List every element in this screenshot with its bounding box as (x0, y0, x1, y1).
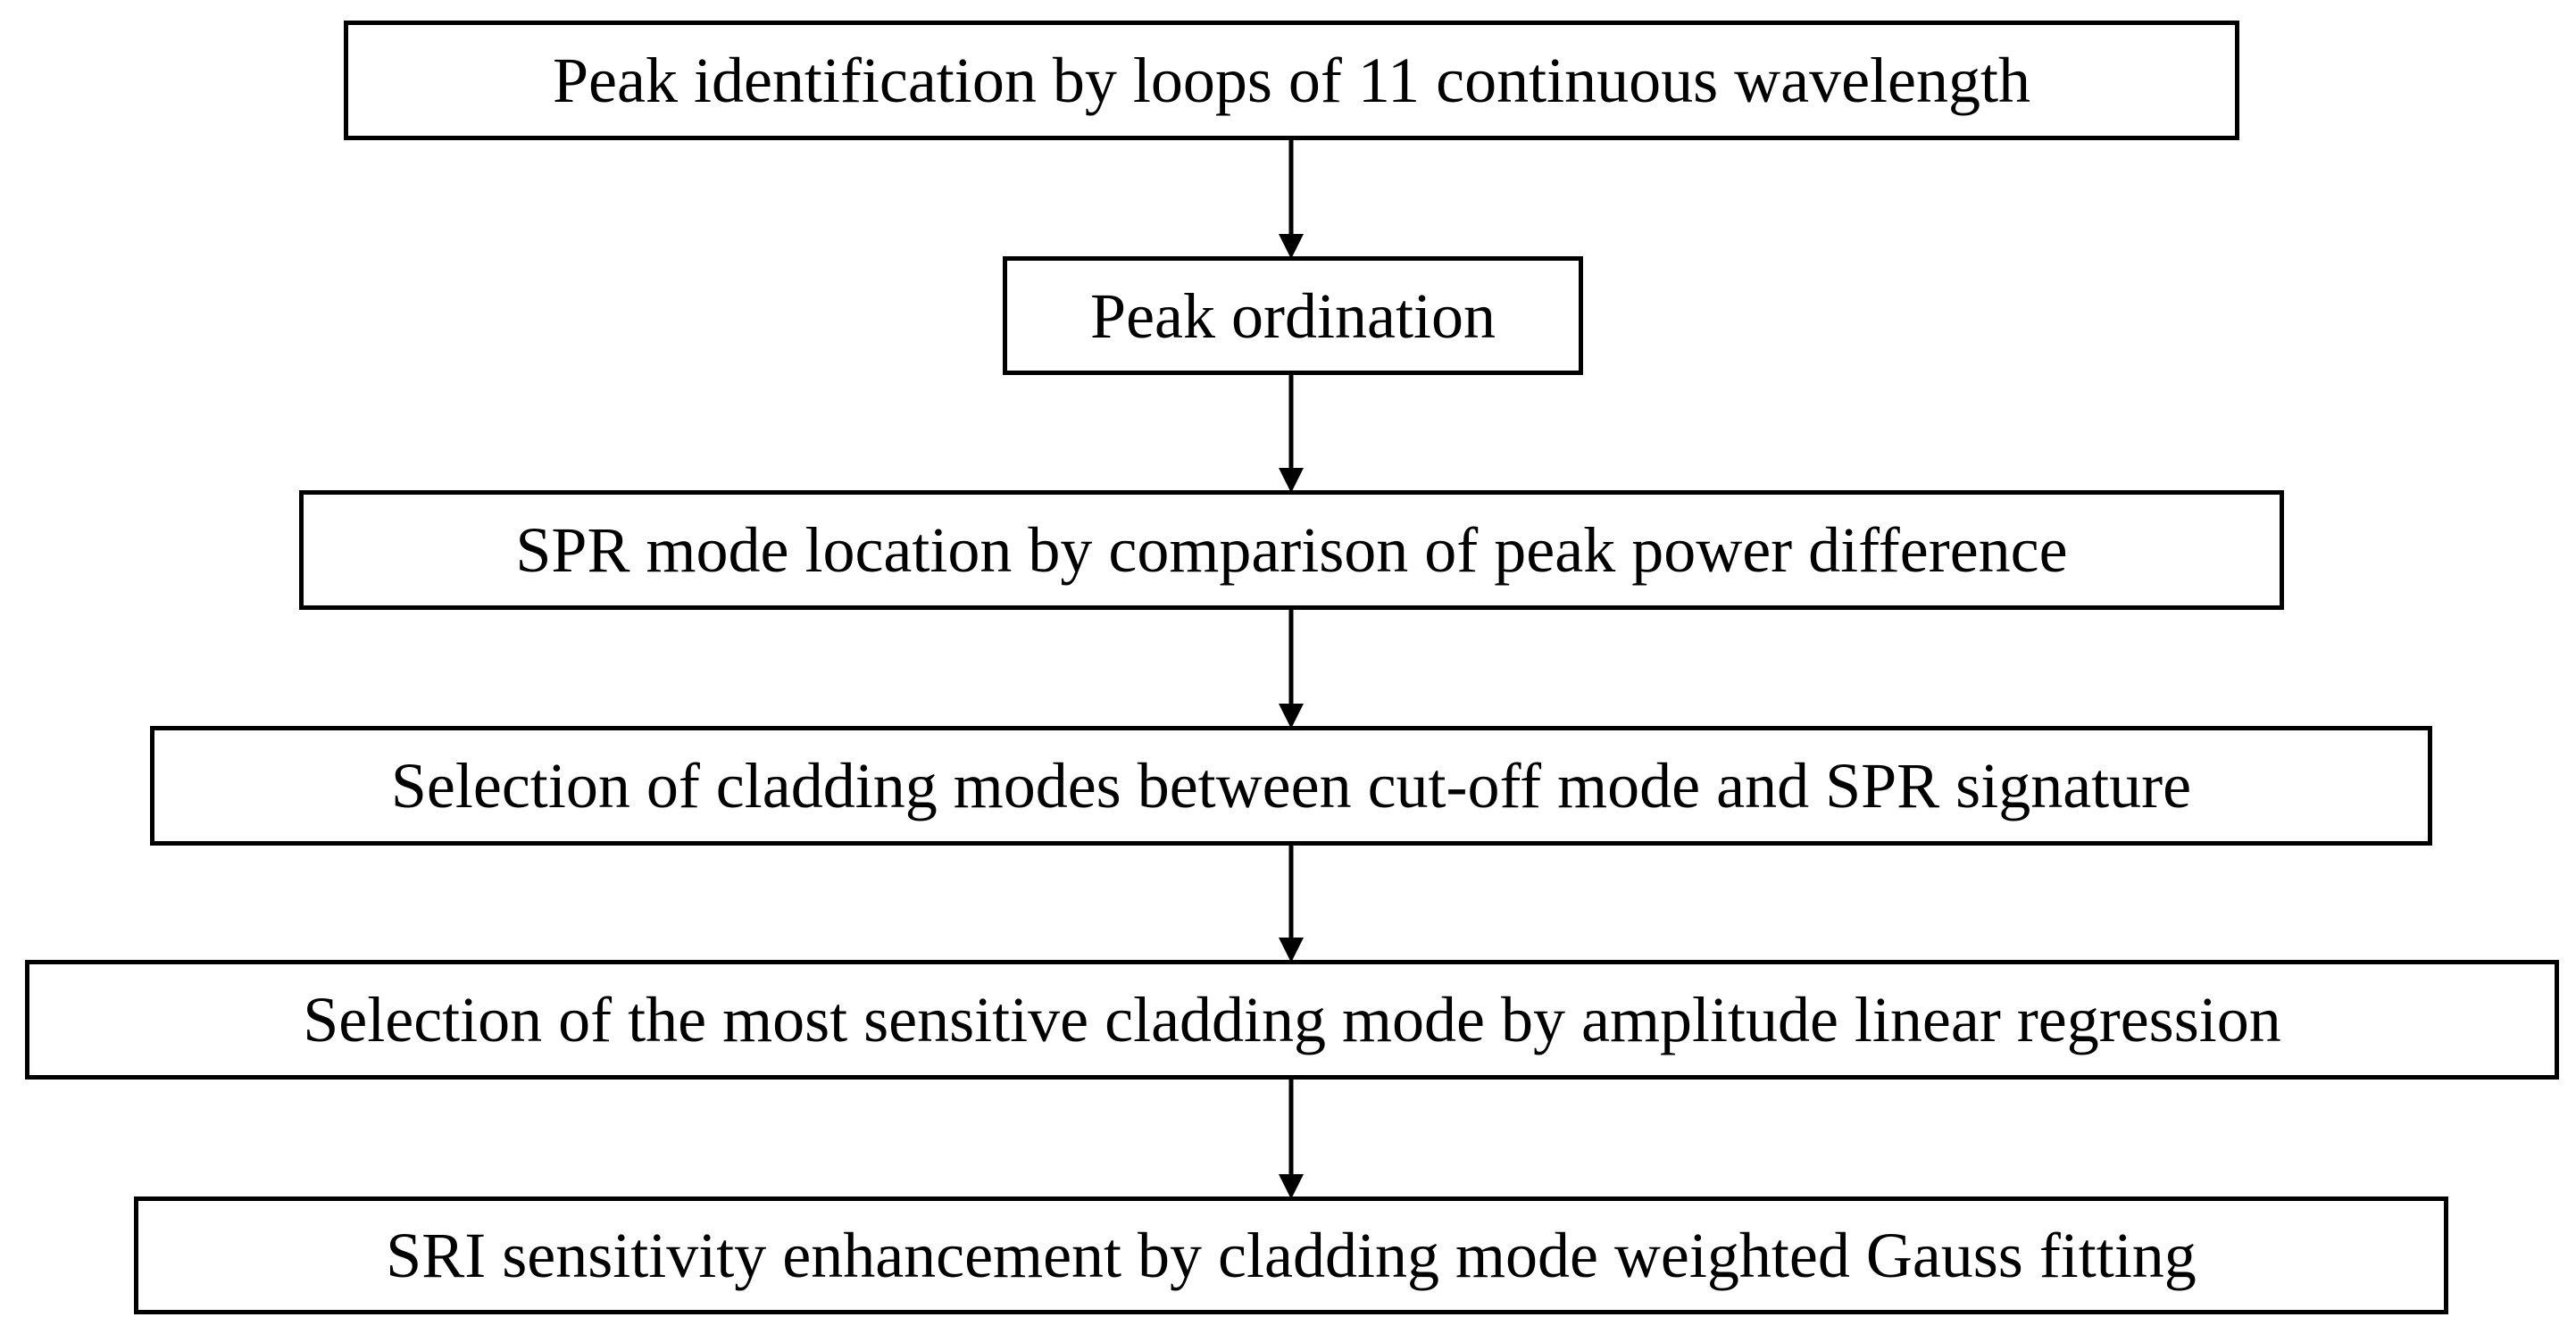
arrow-step3-to-step4 (1279, 610, 1304, 729)
step-spr-mode-location: SPR mode location by comparison of peak … (299, 490, 2284, 610)
arrow-step1-to-step2 (1279, 140, 1304, 259)
step-peak-identification-label: Peak identification by loops of 11 conti… (552, 45, 2030, 116)
step-cladding-mode-selection: Selection of cladding modes between cut-… (150, 726, 2432, 846)
arrow-step5-to-step6 (1279, 1080, 1304, 1199)
step-sri-sensitivity-enhancement-label: SRI sensitivity enhancement by cladding … (386, 1220, 2197, 1291)
arrow-step4-to-step5 (1279, 846, 1304, 963)
step-peak-ordination-label: Peak ordination (1090, 279, 1496, 352)
step-cladding-mode-selection-label: Selection of cladding modes between cut-… (390, 750, 2192, 821)
step-spr-mode-location-label: SPR mode location by comparison of peak … (515, 514, 2068, 586)
arrow-step2-to-step3 (1279, 375, 1304, 493)
step-peak-identification: Peak identification by loops of 11 conti… (344, 21, 2239, 140)
step-peak-ordination: Peak ordination (1003, 256, 1583, 375)
step-most-sensitive-mode-label: Selection of the most sensitive cladding… (303, 984, 2281, 1055)
step-most-sensitive-mode: Selection of the most sensitive cladding… (25, 960, 2559, 1080)
step-sri-sensitivity-enhancement: SRI sensitivity enhancement by cladding … (134, 1196, 2448, 1314)
